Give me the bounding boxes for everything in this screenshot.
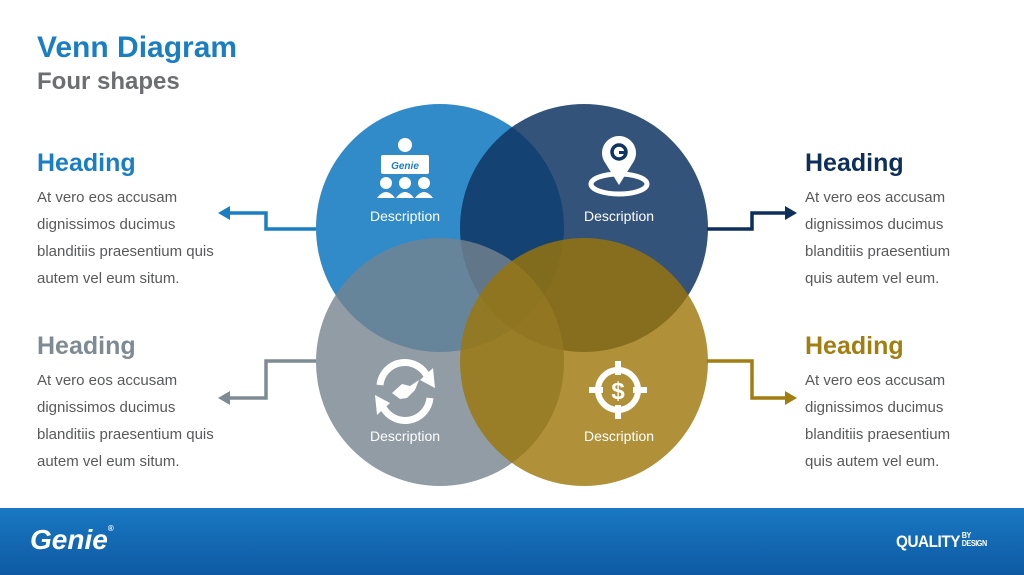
location-pin-icon: [588, 136, 650, 197]
by-text: BY: [961, 531, 972, 540]
body-line: dignissimos ducimus: [805, 399, 944, 416]
heading-bottom-right: Heading: [805, 332, 904, 360]
text-block-bottom-left: Heading At vero eos accusam dignissimos …: [37, 332, 227, 475]
page-subtitle: Four shapes: [37, 68, 180, 95]
description-top-left: Description: [370, 208, 440, 224]
body-line: quis autem vel eum.: [805, 270, 940, 287]
heading-top-right: Heading: [805, 149, 904, 177]
arrowhead-bottom-right: [785, 391, 797, 405]
description-bottom-right: Description: [584, 428, 654, 444]
text-block-top-right: Heading At vero eos accusam dignissimos …: [805, 149, 995, 292]
body-line: blanditiis praesentium quis: [37, 243, 214, 260]
body-line: quis autem vel eum.: [805, 453, 940, 470]
body-line: At vero eos accusam: [37, 189, 178, 206]
handshake-cycle-icon: [375, 359, 435, 424]
body-line: At vero eos accusam: [37, 372, 178, 389]
heading-bottom-left: Heading: [37, 332, 136, 360]
body-line: dignissimos ducimus: [37, 399, 176, 416]
body-line: blanditiis praesentium quis: [37, 426, 214, 443]
svg-text:$: $: [611, 378, 625, 405]
presenter-audience-icon: Genie: [377, 138, 433, 198]
arrowhead-bottom-left: [218, 391, 230, 405]
connector-bottom-left: [228, 359, 316, 400]
body-line: autem vel eum situm.: [37, 270, 180, 287]
arrowhead-top-right: [785, 206, 797, 220]
dollar-target-icon: $: [589, 361, 647, 419]
podium-logo-text: Genie: [391, 161, 419, 172]
quality-text: QUALITY: [896, 532, 960, 551]
body-line: autem vel eum situm.: [37, 453, 180, 470]
body-line: At vero eos accusam: [805, 189, 946, 206]
text-block-bottom-right: Heading At vero eos accusam dignissimos …: [805, 332, 995, 475]
body-line: dignissimos ducimus: [37, 216, 176, 233]
connector-top-right: [707, 211, 786, 231]
description-top-right: Description: [584, 208, 654, 224]
page-title: Venn Diagram: [37, 31, 238, 64]
circle-bottom-right: [460, 238, 708, 486]
body-line: blanditiis praesentium: [805, 243, 951, 260]
body-line: At vero eos accusam: [805, 372, 946, 389]
genie-logo: Genie®: [30, 524, 114, 556]
connector-top-left: [228, 211, 316, 231]
arrowhead-top-left: [218, 206, 230, 220]
logo-text: Genie: [30, 524, 108, 555]
heading-top-left: Heading: [37, 149, 136, 177]
description-bottom-left: Description: [370, 428, 440, 444]
text-block-top-left: Heading At vero eos accusam dignissimos …: [37, 149, 227, 292]
connector-bottom-right: [707, 359, 786, 400]
body-line: dignissimos ducimus: [805, 216, 944, 233]
body-line: blanditiis praesentium: [805, 426, 951, 443]
registered-mark: ®: [107, 524, 114, 533]
design-text: DESIGN: [961, 539, 987, 548]
